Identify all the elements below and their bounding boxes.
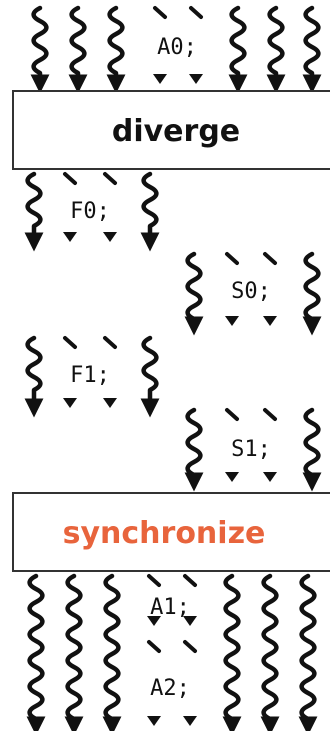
code-f1: F1; (70, 363, 110, 388)
dashed-thread-a2-1 (147, 640, 161, 726)
dash-segment (63, 336, 77, 349)
dash-arrowhead (63, 398, 77, 408)
dashed-thread-a0-1 (153, 6, 167, 84)
dash-arrowhead (225, 472, 239, 482)
dash-arrowhead (153, 74, 167, 84)
dash-segment (103, 336, 117, 349)
dashed-thread-s0-1 (225, 252, 239, 326)
dash-arrowhead (263, 316, 277, 326)
dash-segment (225, 408, 239, 421)
synchronize-box: synchronize (12, 492, 330, 572)
dash-segment (189, 6, 203, 19)
code-s1: S1; (231, 437, 271, 462)
phase-f0: F0; (24, 171, 160, 252)
squiggle-final-2 (64, 573, 84, 731)
squiggle-final-3 (102, 573, 122, 731)
dash-segment (225, 252, 239, 265)
dash-segment (183, 640, 197, 653)
squiggle-thread-3 (106, 5, 126, 94)
squiggle-final-5 (260, 573, 280, 731)
dash-arrowhead (103, 398, 117, 408)
squiggle-f0-right (140, 171, 160, 252)
squiggle-final-6 (298, 573, 318, 731)
diverge-box: diverge (12, 90, 330, 170)
code-s0: S0; (231, 279, 271, 304)
dash-segment (183, 574, 197, 587)
squiggle-s0-right (302, 251, 322, 336)
dashed-thread-s1-2 (263, 408, 277, 482)
squiggle-final-1 (26, 573, 46, 731)
phase-f1: F1; (24, 335, 160, 418)
squiggle-thread-6 (302, 5, 322, 94)
phase-s1: S1; (184, 407, 322, 492)
squiggle-f1-left (24, 335, 44, 418)
dashed-thread-a0-2 (189, 6, 203, 84)
dashed-thread-s1-1 (225, 408, 239, 482)
phase-a1-a2: A1; A2; (26, 573, 318, 731)
dash-segment (263, 408, 277, 421)
code-a1: A1; (150, 595, 190, 620)
dash-segment (103, 172, 117, 185)
squiggle-s1-left (184, 407, 204, 492)
squiggle-thread-1 (30, 5, 50, 94)
dashed-thread-s0-2 (263, 252, 277, 326)
dashed-thread-a2-2 (183, 640, 197, 726)
dash-arrowhead (103, 232, 117, 242)
dashed-thread-a1-1 (147, 574, 161, 626)
dash-segment (63, 172, 77, 185)
dashed-thread-f0-1 (63, 172, 77, 242)
dash-segment (153, 6, 167, 19)
squiggle-f0-left (24, 171, 44, 252)
squiggle-thread-2 (68, 5, 88, 94)
diverge-label: diverge (112, 114, 240, 149)
squiggle-thread-5 (266, 5, 286, 94)
dash-arrowhead (183, 616, 197, 626)
squiggle-f1-right (140, 335, 160, 418)
dashed-thread-f1-2 (103, 336, 117, 408)
dash-segment (147, 574, 161, 587)
dash-arrowhead (147, 616, 161, 626)
dashed-thread-f1-1 (63, 336, 77, 408)
code-a0: A0; (157, 35, 197, 60)
dash-segment (263, 252, 277, 265)
squiggle-s1-right (302, 407, 322, 492)
dash-arrowhead (263, 472, 277, 482)
phase-s0: S0; (184, 251, 322, 336)
dashed-thread-f0-2 (103, 172, 117, 242)
squiggle-s0-left (184, 251, 204, 336)
phase-a0: A0; (30, 5, 322, 94)
dash-segment (147, 640, 161, 653)
dash-arrowhead (147, 716, 161, 726)
dashed-thread-a1-2 (183, 574, 197, 626)
synchronize-label: synchronize (63, 516, 266, 551)
dash-arrowhead (183, 716, 197, 726)
dash-arrowhead (63, 232, 77, 242)
squiggle-final-4 (222, 573, 242, 731)
dash-arrowhead (189, 74, 203, 84)
code-a2: A2; (150, 676, 190, 701)
code-f0: F0; (70, 199, 110, 224)
squiggle-thread-4 (228, 5, 248, 94)
dash-arrowhead (225, 316, 239, 326)
